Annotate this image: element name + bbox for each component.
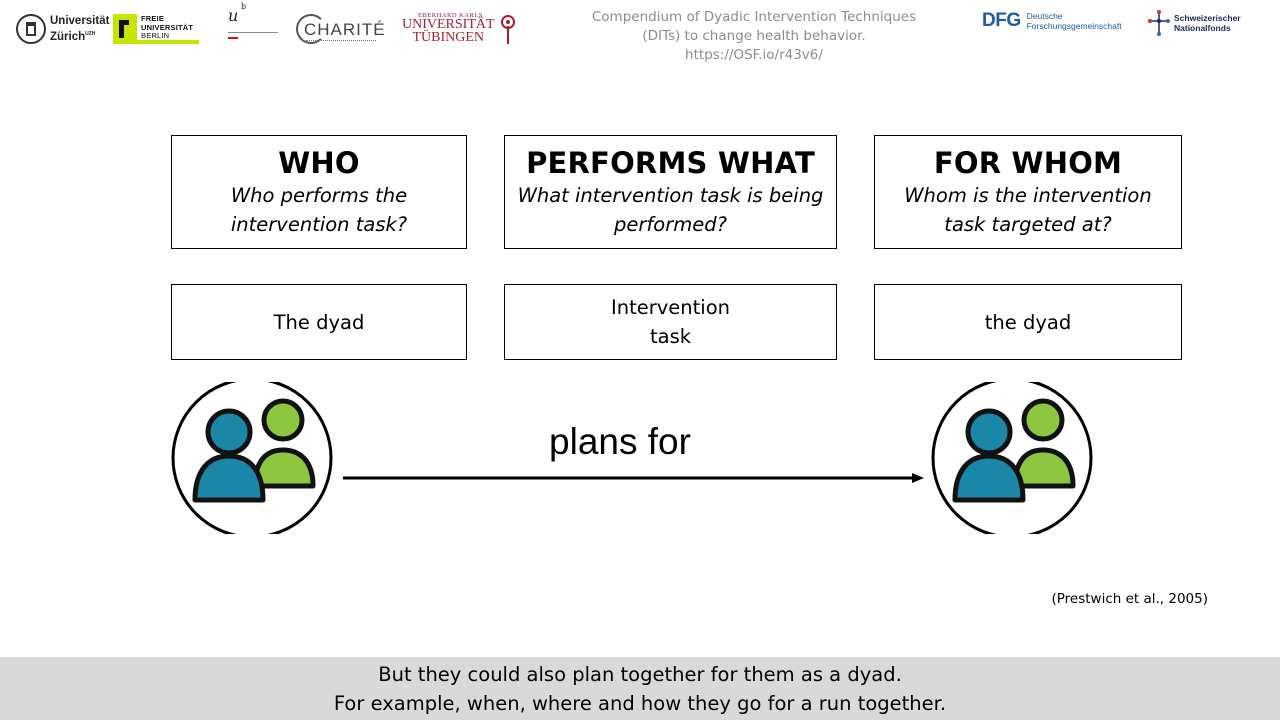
- caption-band: But they could also plan together for th…: [0, 657, 1280, 720]
- uzh-seal-icon: [16, 14, 46, 44]
- uzh-logo-line1: Universität: [50, 14, 110, 27]
- tuebingen-small: EBERHARD KARLS: [418, 12, 483, 19]
- dfg-logo: DFG Deutsche Forschungsgemeinschaft: [982, 10, 1122, 32]
- dfg-mark: DFG: [982, 10, 1021, 31]
- performs-what-value-box: Intervention task: [504, 284, 837, 360]
- palm-tree-icon: [501, 15, 515, 44]
- header-title-line2: (DITs) to change health behavior.: [642, 28, 866, 44]
- fu-logo-line2: UNIVERSITÄT: [141, 22, 194, 32]
- for-whom-question: Whom is the intervention task targeted a…: [904, 183, 1152, 236]
- dyad-people-icon: [931, 382, 1093, 534]
- snf-network-icon: [1148, 10, 1170, 36]
- fu-berlin-logo: FREIE UNIVERSITÄT BERLIN: [113, 14, 199, 46]
- caption-line2: For example, when, where and how they go…: [333, 691, 947, 715]
- snf-logo: Schweizerischer Nationalfonds: [1148, 10, 1241, 36]
- snf-line1: Schweizerischer: [1174, 13, 1241, 23]
- for-whom-heading: FOR WHOM: [933, 145, 1123, 180]
- snf-line2: Nationalfonds: [1174, 23, 1231, 33]
- fu-logo-line3: BERLIN: [141, 31, 170, 40]
- header-osf-link[interactable]: https://OSF.io/r43v6/: [685, 47, 823, 63]
- uzh-logo-sup: UZH: [85, 30, 96, 37]
- citation: (Prestwich et al., 2005): [1051, 591, 1208, 607]
- uzh-logo: Universität ZürichUZH: [16, 14, 109, 44]
- header-title-line1: Compendium of Dyadic Intervention Techni…: [591, 9, 917, 25]
- performs-what-question: What intervention task is being performe…: [517, 183, 824, 236]
- caption-line1: But they could also plan together for th…: [378, 662, 902, 686]
- performs-what-heading-box: PERFORMS WHAT What intervention task is …: [504, 135, 837, 249]
- tuebingen-logo: EBERHARD KARLS UNIVERSITÄT TÜBINGEN: [400, 12, 520, 48]
- performs-what-value: Intervention task: [610, 296, 731, 348]
- tuebingen-line2: TÜBINGEN: [412, 30, 485, 45]
- charite-arc-icon: [296, 14, 326, 44]
- unibe-logo: u b: [228, 2, 280, 48]
- unibe-mark-icon: [228, 37, 238, 47]
- header-title: Compendium of Dyadic Intervention Techni…: [580, 8, 928, 65]
- unibe-u: u: [228, 6, 239, 25]
- uzh-logo-line2: Zürich: [50, 30, 86, 43]
- for-whom-heading-box: FOR WHOM Whom is the intervention task t…: [874, 135, 1182, 249]
- who-heading: WHO: [278, 145, 360, 180]
- who-question: Who performs the intervention task?: [230, 183, 408, 236]
- charite-name: CHARITÉ: [304, 20, 386, 39]
- for-whom-value-box: the dyad: [874, 284, 1182, 360]
- dyad-people-icon: [171, 382, 333, 534]
- for-whom-value: the dyad: [984, 310, 1072, 334]
- who-heading-box: WHO Who performs the intervention task?: [171, 135, 467, 249]
- dfg-line2: Forschungsgemeinschaft: [1026, 21, 1122, 31]
- fu-logo-line1: FREIE: [141, 14, 165, 23]
- tuebingen-line1: UNIVERSITÄT: [402, 17, 495, 32]
- dfg-line1: Deutsche: [1026, 11, 1063, 21]
- plans-for-arrow: [343, 473, 924, 483]
- arrow-label: plans for: [549, 421, 691, 462]
- who-value-box: The dyad: [171, 284, 467, 360]
- performs-what-heading: PERFORMS WHAT: [526, 145, 815, 180]
- fu-mark-icon: [113, 14, 137, 44]
- charite-logo: CHARITÉ: [296, 14, 385, 48]
- who-value: The dyad: [273, 310, 365, 334]
- unibe-b: b: [241, 2, 247, 11]
